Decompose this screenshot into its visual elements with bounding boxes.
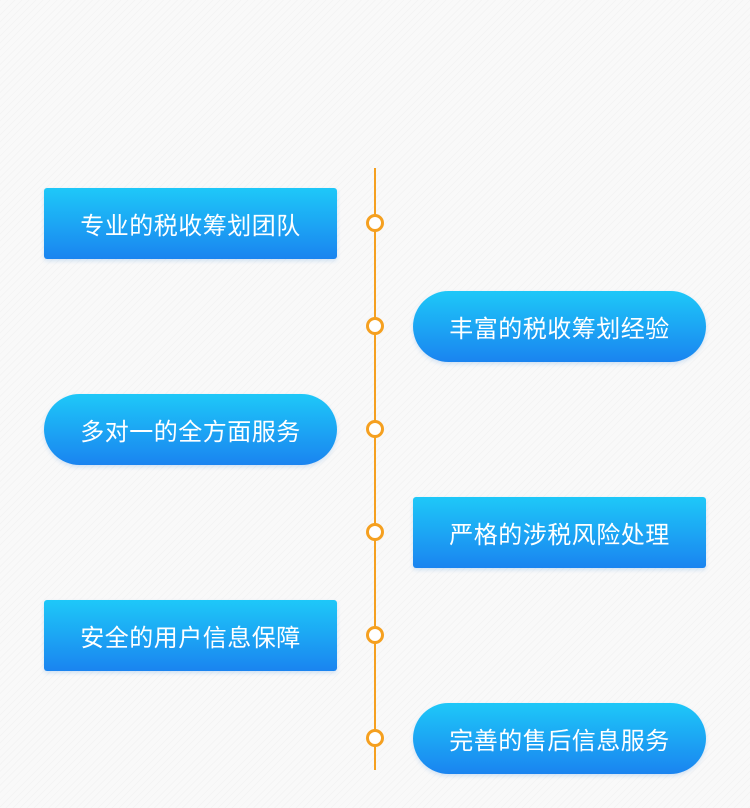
timeline-card-2: 丰富的税收筹划经验 — [413, 291, 706, 362]
timeline-card-6: 完善的售后信息服务 — [413, 703, 706, 774]
timeline-dot-5 — [366, 626, 384, 644]
timeline-dot-3 — [366, 420, 384, 438]
timeline-dot-1 — [366, 214, 384, 232]
timeline-card-5: 安全的用户信息保障 — [44, 600, 337, 671]
timeline-card-1: 专业的税收筹划团队 — [44, 188, 337, 259]
timeline-dot-6 — [366, 729, 384, 747]
timeline-dot-4 — [366, 523, 384, 541]
timeline-card-4: 严格的涉税风险处理 — [413, 497, 706, 568]
timeline-line — [374, 168, 376, 770]
timeline-dot-2 — [366, 317, 384, 335]
timeline-card-3: 多对一的全方面服务 — [44, 394, 337, 465]
